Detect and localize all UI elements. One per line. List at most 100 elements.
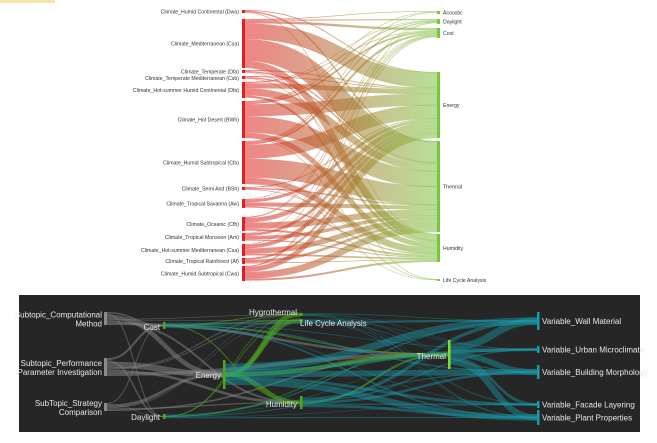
source-node[interactable]	[242, 70, 245, 73]
flow-link	[244, 32, 438, 145]
source-node[interactable]	[242, 101, 245, 138]
middle-node[interactable]	[300, 313, 303, 316]
middle-node[interactable]	[448, 340, 451, 369]
source-node[interactable]	[242, 82, 245, 98]
middle-node[interactable]	[300, 319, 303, 322]
flow-link	[244, 10, 438, 20]
flow-link	[244, 69, 438, 89]
target-node[interactable]	[437, 19, 440, 24]
source-node[interactable]	[242, 217, 245, 231]
target-node-label: Variable_Building Morphology	[542, 368, 648, 377]
source-node[interactable]	[104, 403, 107, 411]
flow-link	[224, 352, 449, 377]
target-node[interactable]	[437, 11, 440, 14]
middle-node-label: Life Cycle Analysis	[300, 319, 367, 328]
middle-node-label: Cost	[144, 323, 161, 332]
flow-link	[301, 370, 538, 404]
middle-node[interactable]	[300, 396, 303, 409]
top-sankey-flows	[244, 9, 438, 281]
source-node[interactable]	[242, 258, 245, 264]
target-node[interactable]	[537, 346, 540, 353]
source-node-label: Climate_Mediterranean (Csa)	[171, 42, 239, 48]
source-node[interactable]	[242, 10, 245, 13]
flow-link	[164, 324, 538, 373]
target-node[interactable]	[537, 401, 540, 408]
flow-link	[244, 128, 438, 249]
source-node[interactable]	[242, 141, 245, 184]
flow-link	[164, 349, 538, 417]
target-node-label: Energy	[443, 103, 460, 109]
target-node[interactable]	[537, 312, 540, 330]
flow-link	[106, 314, 301, 369]
source-node[interactable]	[242, 244, 245, 256]
flow-link	[224, 378, 538, 421]
flow-link	[244, 225, 438, 279]
source-node[interactable]	[242, 187, 245, 190]
flow-link	[301, 320, 538, 373]
flow-link	[301, 314, 538, 373]
flow-link	[164, 324, 538, 350]
flow-link	[301, 314, 538, 405]
flow-link	[164, 371, 538, 417]
middle-node[interactable]	[223, 360, 226, 389]
source-node[interactable]	[242, 76, 245, 79]
flow-link	[106, 314, 301, 408]
flow-link	[244, 76, 438, 165]
flow-link	[164, 326, 538, 405]
flow-link	[244, 20, 438, 103]
middle-node[interactable]	[163, 322, 166, 329]
flow-link	[301, 319, 538, 350]
target-node[interactable]	[437, 72, 440, 138]
flow-link	[164, 320, 301, 417]
flow-link	[244, 223, 438, 263]
flow-link	[164, 404, 538, 418]
flow-link	[301, 320, 538, 405]
flow-link	[224, 348, 538, 373]
flow-link	[244, 93, 438, 117]
flow-link	[244, 22, 438, 267]
flow-link	[244, 118, 438, 203]
flow-link	[244, 18, 438, 21]
flow-link	[301, 348, 538, 402]
source-node[interactable]	[104, 312, 107, 325]
target-node-label: Variable_Plant Properties	[542, 414, 632, 423]
target-node[interactable]	[437, 234, 440, 262]
flow-link	[449, 317, 538, 351]
source-node-label: Climate_Hot Desert (BWh)	[178, 118, 240, 124]
middle-node[interactable]	[163, 414, 166, 419]
target-node-label: Variable_Facade Layering	[542, 401, 635, 410]
flow-link	[244, 117, 438, 188]
target-node[interactable]	[437, 28, 440, 38]
source-node[interactable]	[104, 358, 107, 376]
flow-link	[301, 319, 538, 401]
flow-link	[301, 314, 538, 418]
source-node-label: Climate_Hot-summer Humid Continental (Df…	[133, 88, 239, 94]
flow-link	[244, 177, 438, 254]
flow-link	[244, 20, 438, 31]
target-node[interactable]	[437, 141, 440, 232]
flow-link	[224, 376, 538, 406]
source-node-label: Climate_Oceanic (Cfb)	[187, 222, 240, 228]
flow-link	[244, 35, 438, 234]
target-node[interactable]	[537, 410, 540, 425]
flow-link	[106, 373, 224, 408]
flow-link	[224, 317, 538, 371]
flow-link	[301, 320, 538, 418]
source-node[interactable]	[242, 266, 245, 281]
flow-link	[244, 133, 438, 272]
source-node[interactable]	[242, 19, 245, 68]
source-node[interactable]	[242, 233, 245, 241]
source-node-label: Climate_Hot-summer Mediterranean (Csa)	[141, 248, 239, 254]
flow-link	[164, 324, 301, 404]
middle-node-label: Humidity	[266, 400, 297, 409]
target-node[interactable]	[437, 279, 440, 281]
target-node[interactable]	[537, 365, 540, 379]
flow-link	[244, 104, 438, 159]
flow-link	[164, 354, 449, 417]
flow-link	[301, 404, 538, 419]
source-node[interactable]	[242, 199, 245, 208]
flow-link	[449, 358, 538, 421]
flow-link	[244, 36, 438, 268]
source-node-label: Climate_Tropical Savanna (Aw)	[166, 202, 239, 208]
middle-node-label: Energy	[196, 371, 221, 380]
